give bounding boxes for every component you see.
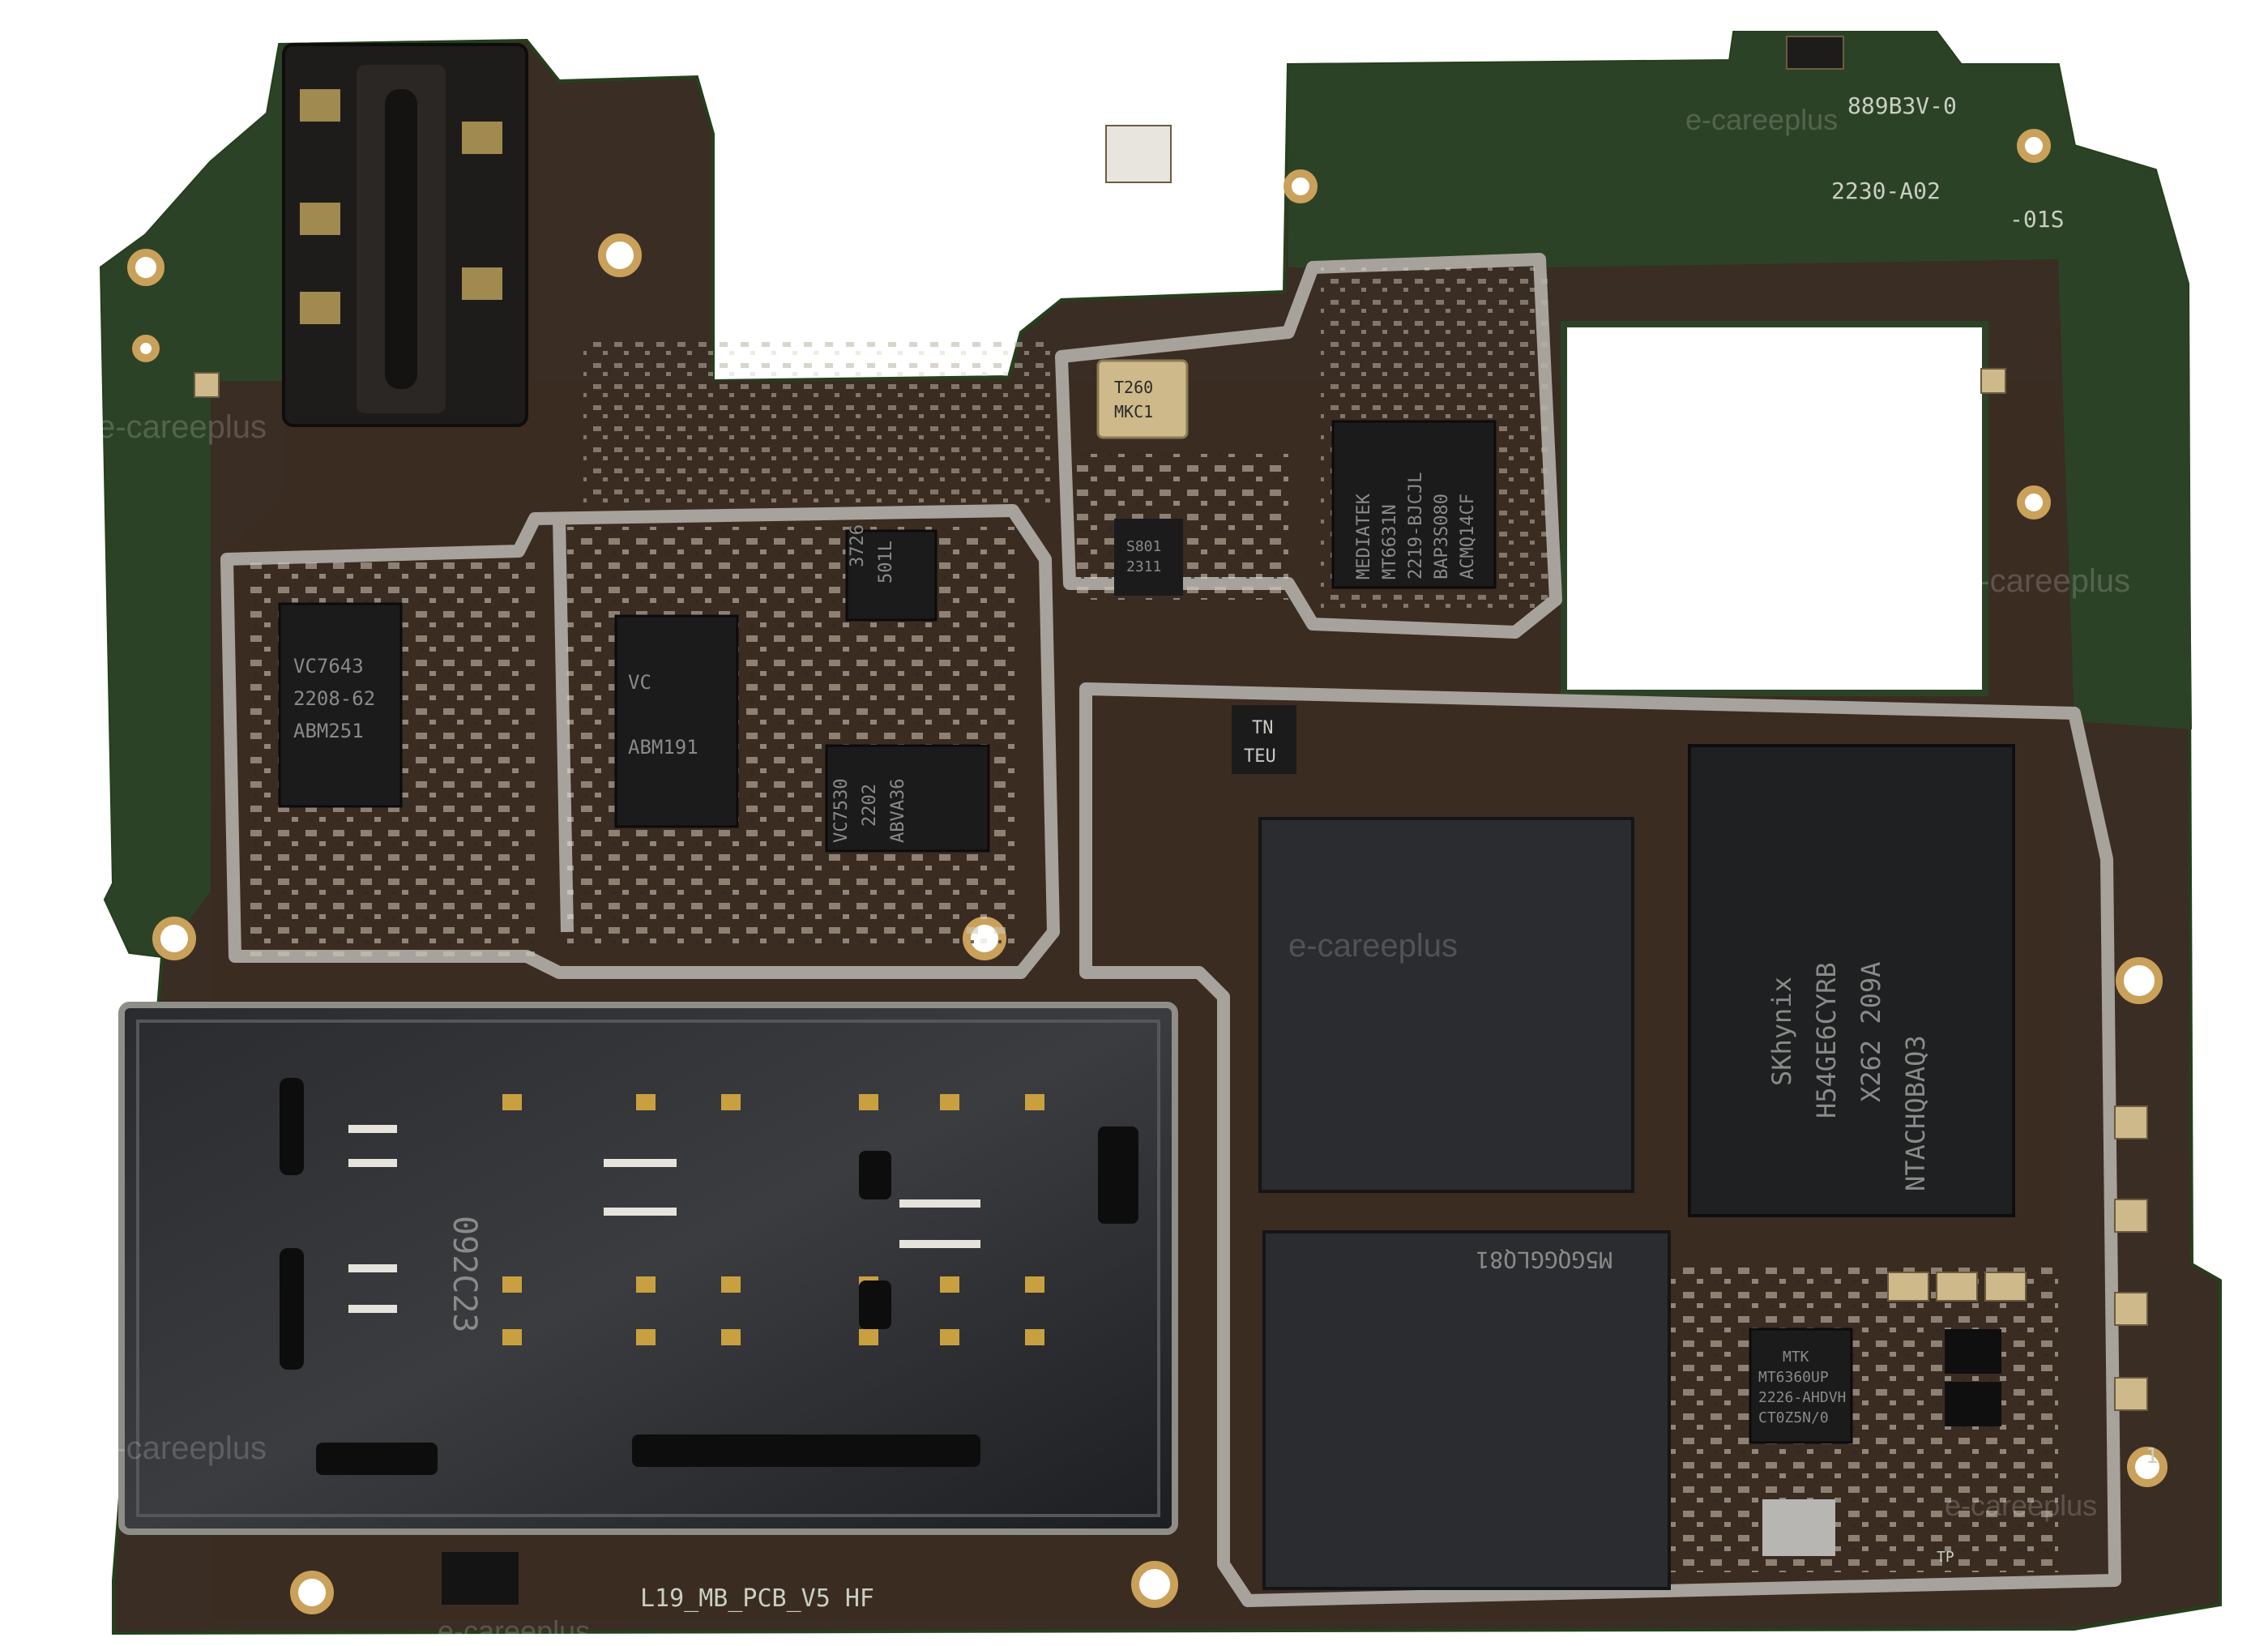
svg-text:T260: T260 — [1114, 378, 1153, 397]
svg-text:ABM251: ABM251 — [293, 720, 364, 742]
tn-chip: TN TEU — [1232, 705, 1296, 774]
svg-text:VC7530: VC7530 — [831, 779, 852, 843]
svg-text:SKhynix: SKhynix — [1766, 977, 1797, 1086]
svg-text:2208-62: 2208-62 — [293, 687, 375, 710]
svg-text:e-careeplus: e-careeplus — [1288, 928, 1458, 964]
svg-text:ABM191: ABM191 — [628, 736, 698, 759]
soc-chip — [1258, 817, 1634, 1193]
svg-text:BAP3S080: BAP3S080 — [1432, 494, 1452, 579]
sim-card-tray: 092C23 — [118, 1002, 1178, 1535]
wifi-bt-chip: MEDIATEK MT6631N 2219-BJCJL BAP3S080 ACM… — [1331, 420, 1497, 589]
rf-chip-a: 3726 501L — [845, 524, 938, 622]
crystal-oscillator: T260 MKC1 — [1096, 359, 1189, 439]
svg-text:CT0Z5N/0: CT0Z5N/0 — [1758, 1409, 1829, 1426]
board-cutout — [1561, 321, 1988, 696]
svg-text:H54GE6CYRB: H54GE6CYRB — [1811, 962, 1842, 1118]
svg-text:MT6360UP: MT6360UP — [1758, 1369, 1829, 1386]
board-revision: 2230-A02 — [1831, 177, 1941, 204]
svg-text:e-careeplus: e-careeplus — [97, 1430, 267, 1466]
rf-chip-b: VC7530 2202 ABVA36 — [825, 744, 990, 853]
svg-text:S801: S801 — [1126, 538, 1161, 555]
passive-components — [194, 36, 2148, 1411]
power-ics — [1762, 1329, 2001, 1556]
ram-chip: SKhynix H54GE6CYRB X262 209A NTACHQBAQ3 — [1688, 744, 2015, 1217]
svg-text:TEU: TEU — [1244, 746, 1276, 767]
audio-jack — [282, 43, 528, 427]
svg-text:e-careeplus: e-careeplus — [97, 409, 267, 445]
svg-text:MKC1: MKC1 — [1114, 402, 1153, 421]
svg-text:501L: 501L — [876, 541, 896, 584]
svg-text:2219-BJCJL: 2219-BJCJL — [1406, 472, 1426, 579]
board-tag: -01S — [2010, 206, 2064, 233]
svg-text:e-careeplus: e-careeplus — [1961, 563, 2130, 599]
pmic-right-chip: MTK MT6360UP 2226-AHDVH CT0Z5N/0 — [1749, 1327, 1853, 1444]
svg-text:MT6631N: MT6631N — [1380, 504, 1400, 579]
svg-text:3726: 3726 — [848, 524, 868, 567]
svg-text:e-careeplus: e-careeplus — [1945, 1489, 2097, 1522]
svg-text:ACMQ14CF: ACMQ14CF — [1458, 494, 1478, 579]
svg-text:M5GQGGLQ81: M5GQGGLQ81 — [1476, 1246, 1612, 1273]
watermarks: e-careeplus e-careeplus e-careeplus e-ca… — [97, 103, 2130, 1646]
pmic-mid-chip: VC ABM191 — [614, 614, 739, 828]
svg-text:2226-AHDVH: 2226-AHDVH — [1758, 1389, 1846, 1406]
edge-mark: 1 — [2146, 1444, 2159, 1469]
svg-text:X262 209A: X262 209A — [1856, 962, 1886, 1102]
sim-tray-marking: 092C23 — [446, 1216, 483, 1333]
small-ic: S801 2311 — [1114, 519, 1183, 596]
pmic-left-chip: VC7643 2208-62 ABM251 — [278, 602, 403, 808]
board-code: 889B3V-0 — [1847, 92, 1957, 119]
pcb-version-label: L19_MB_PCB_V5 HF — [640, 1584, 874, 1613]
svg-text:MTK: MTK — [1783, 1349, 1809, 1366]
svg-text:VC7643: VC7643 — [293, 655, 364, 678]
svg-text:NTACHQBAQ3: NTACHQBAQ3 — [1900, 1035, 1931, 1191]
svg-text:MEDIATEK: MEDIATEK — [1354, 493, 1374, 579]
svg-text:ABVA36: ABVA36 — [888, 779, 908, 843]
svg-text:2311: 2311 — [1126, 558, 1161, 575]
storage-chip: M5GQGGLQ81 — [1262, 1230, 1671, 1590]
bottom-connector — [442, 1552, 519, 1605]
svg-text:TN: TN — [1252, 718, 1274, 738]
tp-label: TP — [1937, 1549, 1954, 1566]
svg-text:2202: 2202 — [860, 784, 880, 827]
svg-text:VC: VC — [628, 671, 651, 694]
svg-text:e-careeplus: e-careeplus — [438, 1614, 590, 1646]
svg-text:e-careeplus: e-careeplus — [1685, 103, 1838, 136]
upper-section — [583, 340, 1053, 502]
